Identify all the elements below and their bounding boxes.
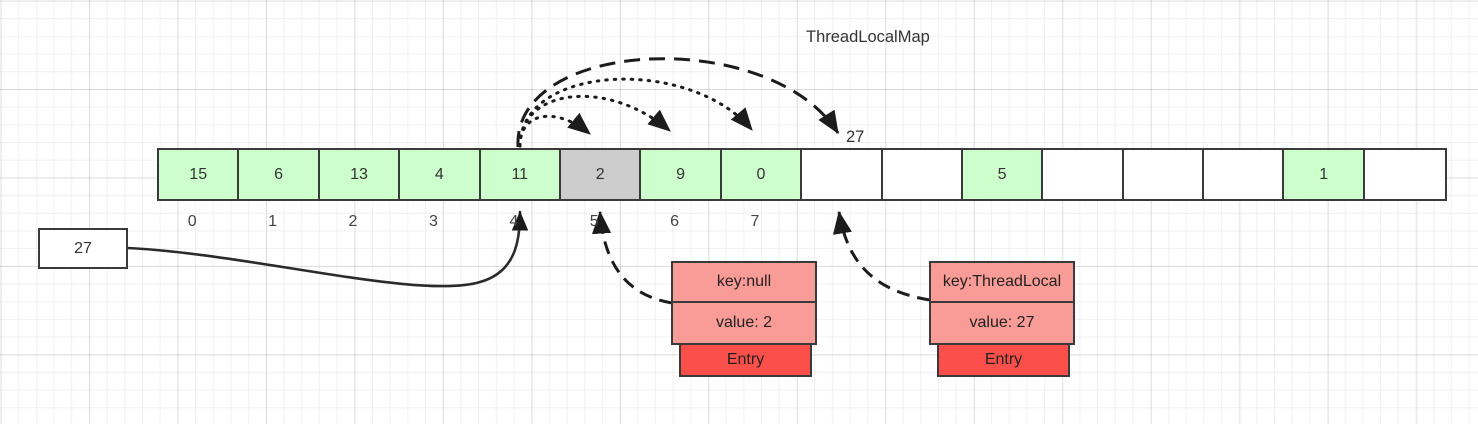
index-label-5: 5 bbox=[589, 213, 599, 230]
table-cell-3: 4 bbox=[400, 150, 481, 199]
entry-key-row: key:ThreadLocal bbox=[931, 263, 1073, 303]
table-cell-14: 1 bbox=[1284, 150, 1365, 199]
new-entry-connector bbox=[832, 210, 931, 302]
probe-arc-6 bbox=[518, 94, 672, 148]
entry-body: key:ThreadLocal value: 27 bbox=[929, 261, 1075, 345]
table-cell-2: 13 bbox=[319, 150, 401, 199]
table-cell-9 bbox=[882, 150, 963, 199]
entry-key-row: key:null bbox=[673, 263, 815, 303]
index-label-4: 4 bbox=[509, 213, 519, 230]
table-cell-6: 9 bbox=[641, 150, 722, 199]
index-label-7: 7 bbox=[750, 213, 760, 230]
index-label-6: 6 bbox=[670, 213, 680, 230]
diagram-title: ThreadLocalMap bbox=[806, 28, 930, 46]
placement-arc-8 bbox=[516, 57, 840, 148]
entry-type-tab: Entry bbox=[937, 342, 1070, 377]
table-cell-10: 5 bbox=[962, 150, 1044, 199]
table-cell-11 bbox=[1043, 150, 1124, 199]
index-label-2: 2 bbox=[348, 213, 358, 230]
table-cell-15 bbox=[1364, 150, 1446, 199]
table-cell-1: 6 bbox=[239, 150, 320, 199]
entry-new: key:ThreadLocal value: 27 Entry bbox=[929, 261, 1075, 377]
entry-value-row: value: 2 bbox=[673, 303, 815, 343]
probe-arc-5 bbox=[518, 112, 592, 148]
table-cell-12 bbox=[1123, 150, 1205, 199]
table-cell-8 bbox=[802, 150, 883, 199]
placement-arrow-label: 27 bbox=[846, 128, 865, 146]
hash-value-box: 27 bbox=[38, 228, 128, 269]
table-cell-0: 15 bbox=[159, 150, 240, 199]
entry-body: key:null value: 2 bbox=[671, 261, 817, 345]
index-label-3: 3 bbox=[428, 213, 438, 230]
entry-type-tab: Entry bbox=[679, 342, 812, 377]
table-cell-5: 2 bbox=[560, 150, 642, 199]
table-cell-7: 0 bbox=[721, 150, 803, 199]
table-cell-4: 11 bbox=[480, 150, 561, 199]
table-cell-13 bbox=[1204, 150, 1285, 199]
index-label-1: 1 bbox=[268, 213, 278, 230]
probe-arc-7 bbox=[518, 77, 754, 148]
entry-value-row: value: 27 bbox=[931, 303, 1073, 343]
index-label-0: 0 bbox=[187, 213, 197, 230]
entry-stale: key:null value: 2 Entry bbox=[671, 261, 817, 377]
